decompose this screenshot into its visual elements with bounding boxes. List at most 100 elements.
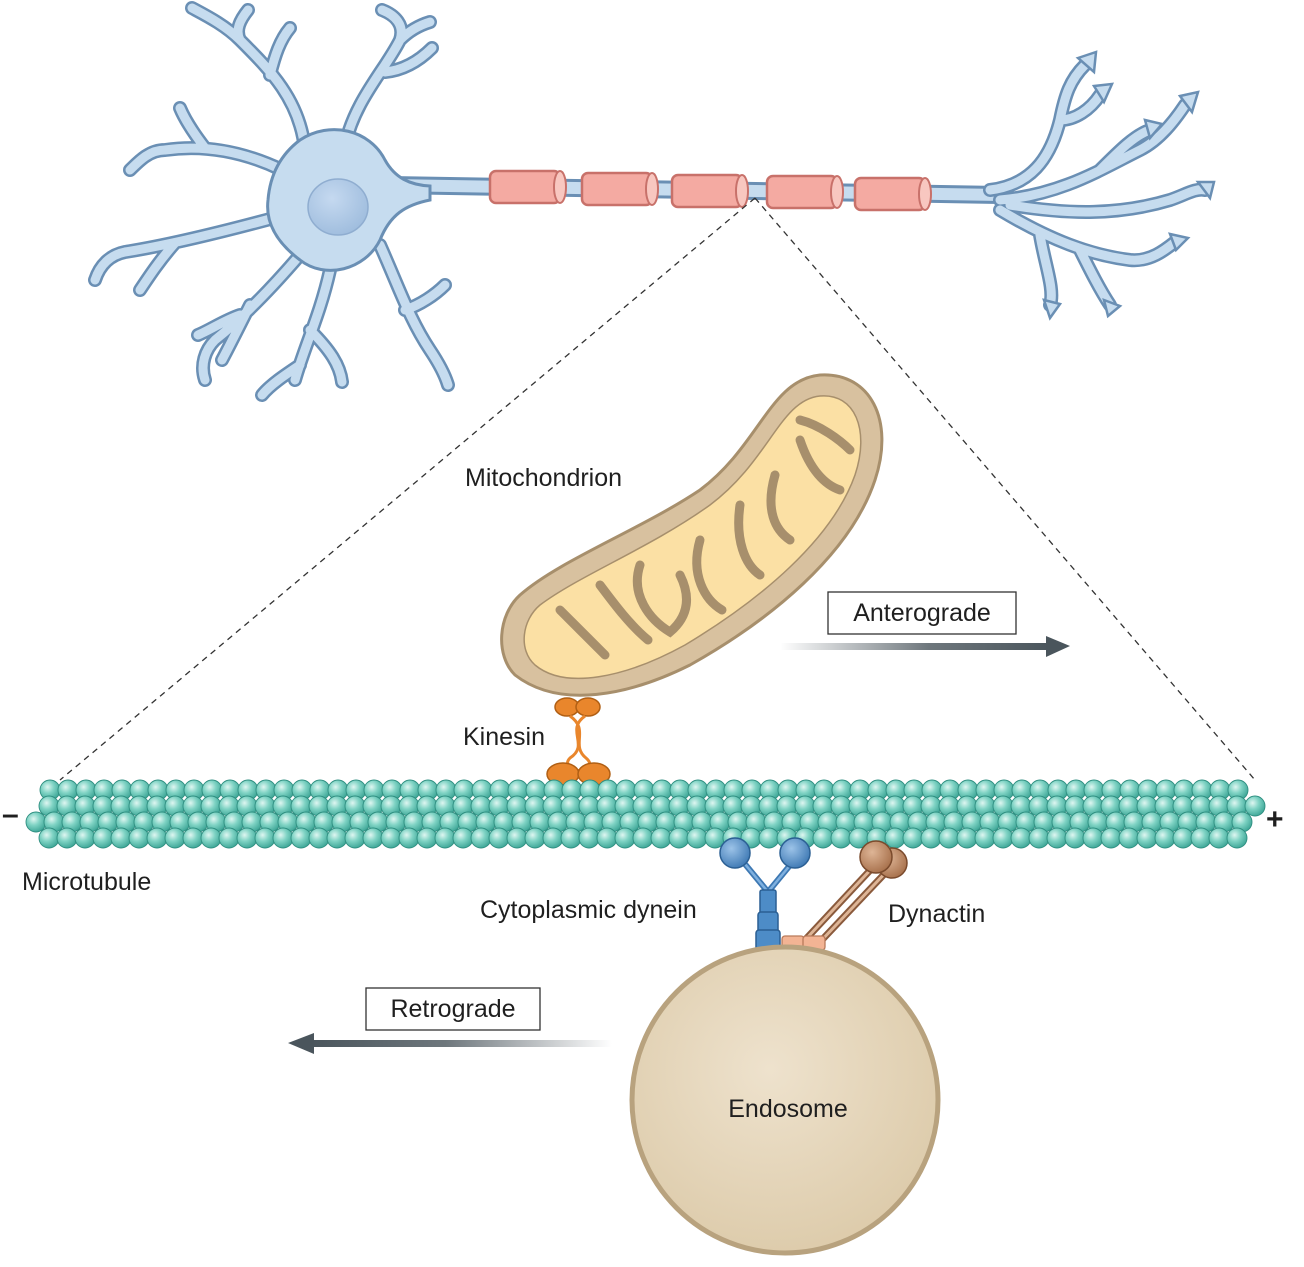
microtubule-label: Microtubule — [22, 868, 151, 896]
retrograde-label: Retrograde — [390, 995, 515, 1023]
tubulin-subunit — [1208, 827, 1230, 849]
retrograde-arrow — [288, 1033, 612, 1054]
tubulin-subunit — [1064, 827, 1086, 849]
tubulin-subunit — [956, 827, 978, 849]
tubulin-subunit — [902, 827, 924, 849]
dynactin — [781, 840, 908, 951]
tubulin-subunit — [1244, 795, 1266, 817]
tubulin-subunit — [488, 827, 510, 849]
tubulin-subunit — [1118, 827, 1140, 849]
tubulin-subunit — [920, 827, 942, 849]
anterograde-arrow — [780, 636, 1070, 657]
kinesin-label: Kinesin — [463, 723, 545, 751]
myelin-segment-end — [830, 175, 844, 209]
myelin-segment — [765, 174, 839, 210]
tubulin-subunit — [632, 827, 654, 849]
tubulin-subunit — [1082, 827, 1104, 849]
tubulin-subunit — [1172, 827, 1194, 849]
tubulin-subunit — [614, 827, 636, 849]
tubulin-subunit — [38, 827, 60, 849]
tubulin-subunit — [506, 827, 528, 849]
mitochondrion-cristae — [555, 415, 855, 660]
tubulin-subunit — [74, 827, 96, 849]
tubulin-subunit — [992, 827, 1014, 849]
tubulin-subunit — [452, 827, 474, 849]
tubulin-subunit — [578, 827, 600, 849]
tubulin-subunit — [1046, 827, 1068, 849]
tubulin-subunit — [1190, 827, 1212, 849]
anterograde-label: Anterograde — [853, 599, 991, 627]
tubulin-subunit — [1010, 827, 1032, 849]
myelin-segment — [488, 169, 562, 205]
tubulin-subunit — [164, 827, 186, 849]
kinesin — [546, 697, 611, 786]
tubulin-subunit — [254, 827, 276, 849]
tubulin-subunit — [380, 827, 402, 849]
tubulin-subunit — [416, 827, 438, 849]
cytoplasmic-dynein-label: Cytoplasmic dynein — [480, 896, 697, 924]
nucleus — [307, 178, 369, 236]
tubulin-subunit — [1028, 827, 1050, 849]
tubulin-subunit — [56, 827, 78, 849]
synaptic-boutons — [1042, 50, 1216, 321]
tubulin-subunit — [1100, 827, 1122, 849]
myelin-segment-end — [735, 174, 749, 208]
minus-end-label: – — [2, 798, 19, 831]
endosome-label: Endosome — [728, 1095, 848, 1123]
tubulin-subunit — [272, 827, 294, 849]
myelin-segment — [853, 176, 927, 212]
anterograde-box — [827, 591, 1017, 635]
dendrites-fill — [90, 3, 453, 400]
neuron — [88, 1, 1216, 402]
tubulin-subunit — [25, 811, 47, 833]
tubulin-subunit — [398, 827, 420, 849]
tubulin-subunit — [362, 827, 384, 849]
tubulin-subunit — [596, 827, 618, 849]
myelin-segment-end — [918, 177, 932, 211]
tubulin-subunit — [650, 827, 672, 849]
tubulin-subunit — [344, 827, 366, 849]
myelin-segment-end — [645, 172, 659, 206]
tubulin-subunit — [812, 827, 834, 849]
mitochondrion-matrix — [523, 395, 862, 680]
tubulin-subunit — [182, 827, 204, 849]
tubulin-subunit — [308, 827, 330, 849]
tubulin-subunit — [542, 827, 564, 849]
endosome — [629, 944, 941, 1256]
microtubule — [25, 779, 1266, 849]
tubulin-subunit — [1226, 827, 1248, 849]
mitochondrion-label: Mitochondrion — [465, 464, 622, 492]
tubulin-subunit — [560, 827, 582, 849]
tubulin-subunit — [1136, 827, 1158, 849]
plus-end-label: + — [1266, 803, 1284, 836]
tubulin-subunit — [758, 827, 780, 849]
cytoplasmic-dynein — [719, 837, 811, 951]
tubulin-subunit — [110, 827, 132, 849]
tubulin-subunit — [236, 827, 258, 849]
tubulin-subunit — [146, 827, 168, 849]
tubulin-subunit — [470, 827, 492, 849]
tubulin-subunit — [1154, 827, 1176, 849]
myelin-segment — [580, 171, 654, 207]
tubulin-subunit — [938, 827, 960, 849]
tubulin-subunit — [668, 827, 690, 849]
tubulin-subunit — [524, 827, 546, 849]
tubulin-subunit — [974, 827, 996, 849]
axon-terminal — [983, 58, 1212, 312]
myelin-segment — [670, 173, 744, 209]
tubulin-subunit — [884, 827, 906, 849]
tubulin-subunit — [326, 827, 348, 849]
tubulin-subunit — [128, 827, 150, 849]
retrograde-box — [365, 987, 541, 1031]
tubulin-subunit — [290, 827, 312, 849]
tubulin-subunit — [218, 827, 240, 849]
tubulin-subunit — [830, 827, 852, 849]
tubulin-subunit — [686, 827, 708, 849]
myelin-sheaths — [488, 169, 932, 212]
tubulin-subunit — [434, 827, 456, 849]
tubulin-subunit — [92, 827, 114, 849]
myelin-segment-end — [553, 170, 567, 204]
tubulin-subunit — [200, 827, 222, 849]
